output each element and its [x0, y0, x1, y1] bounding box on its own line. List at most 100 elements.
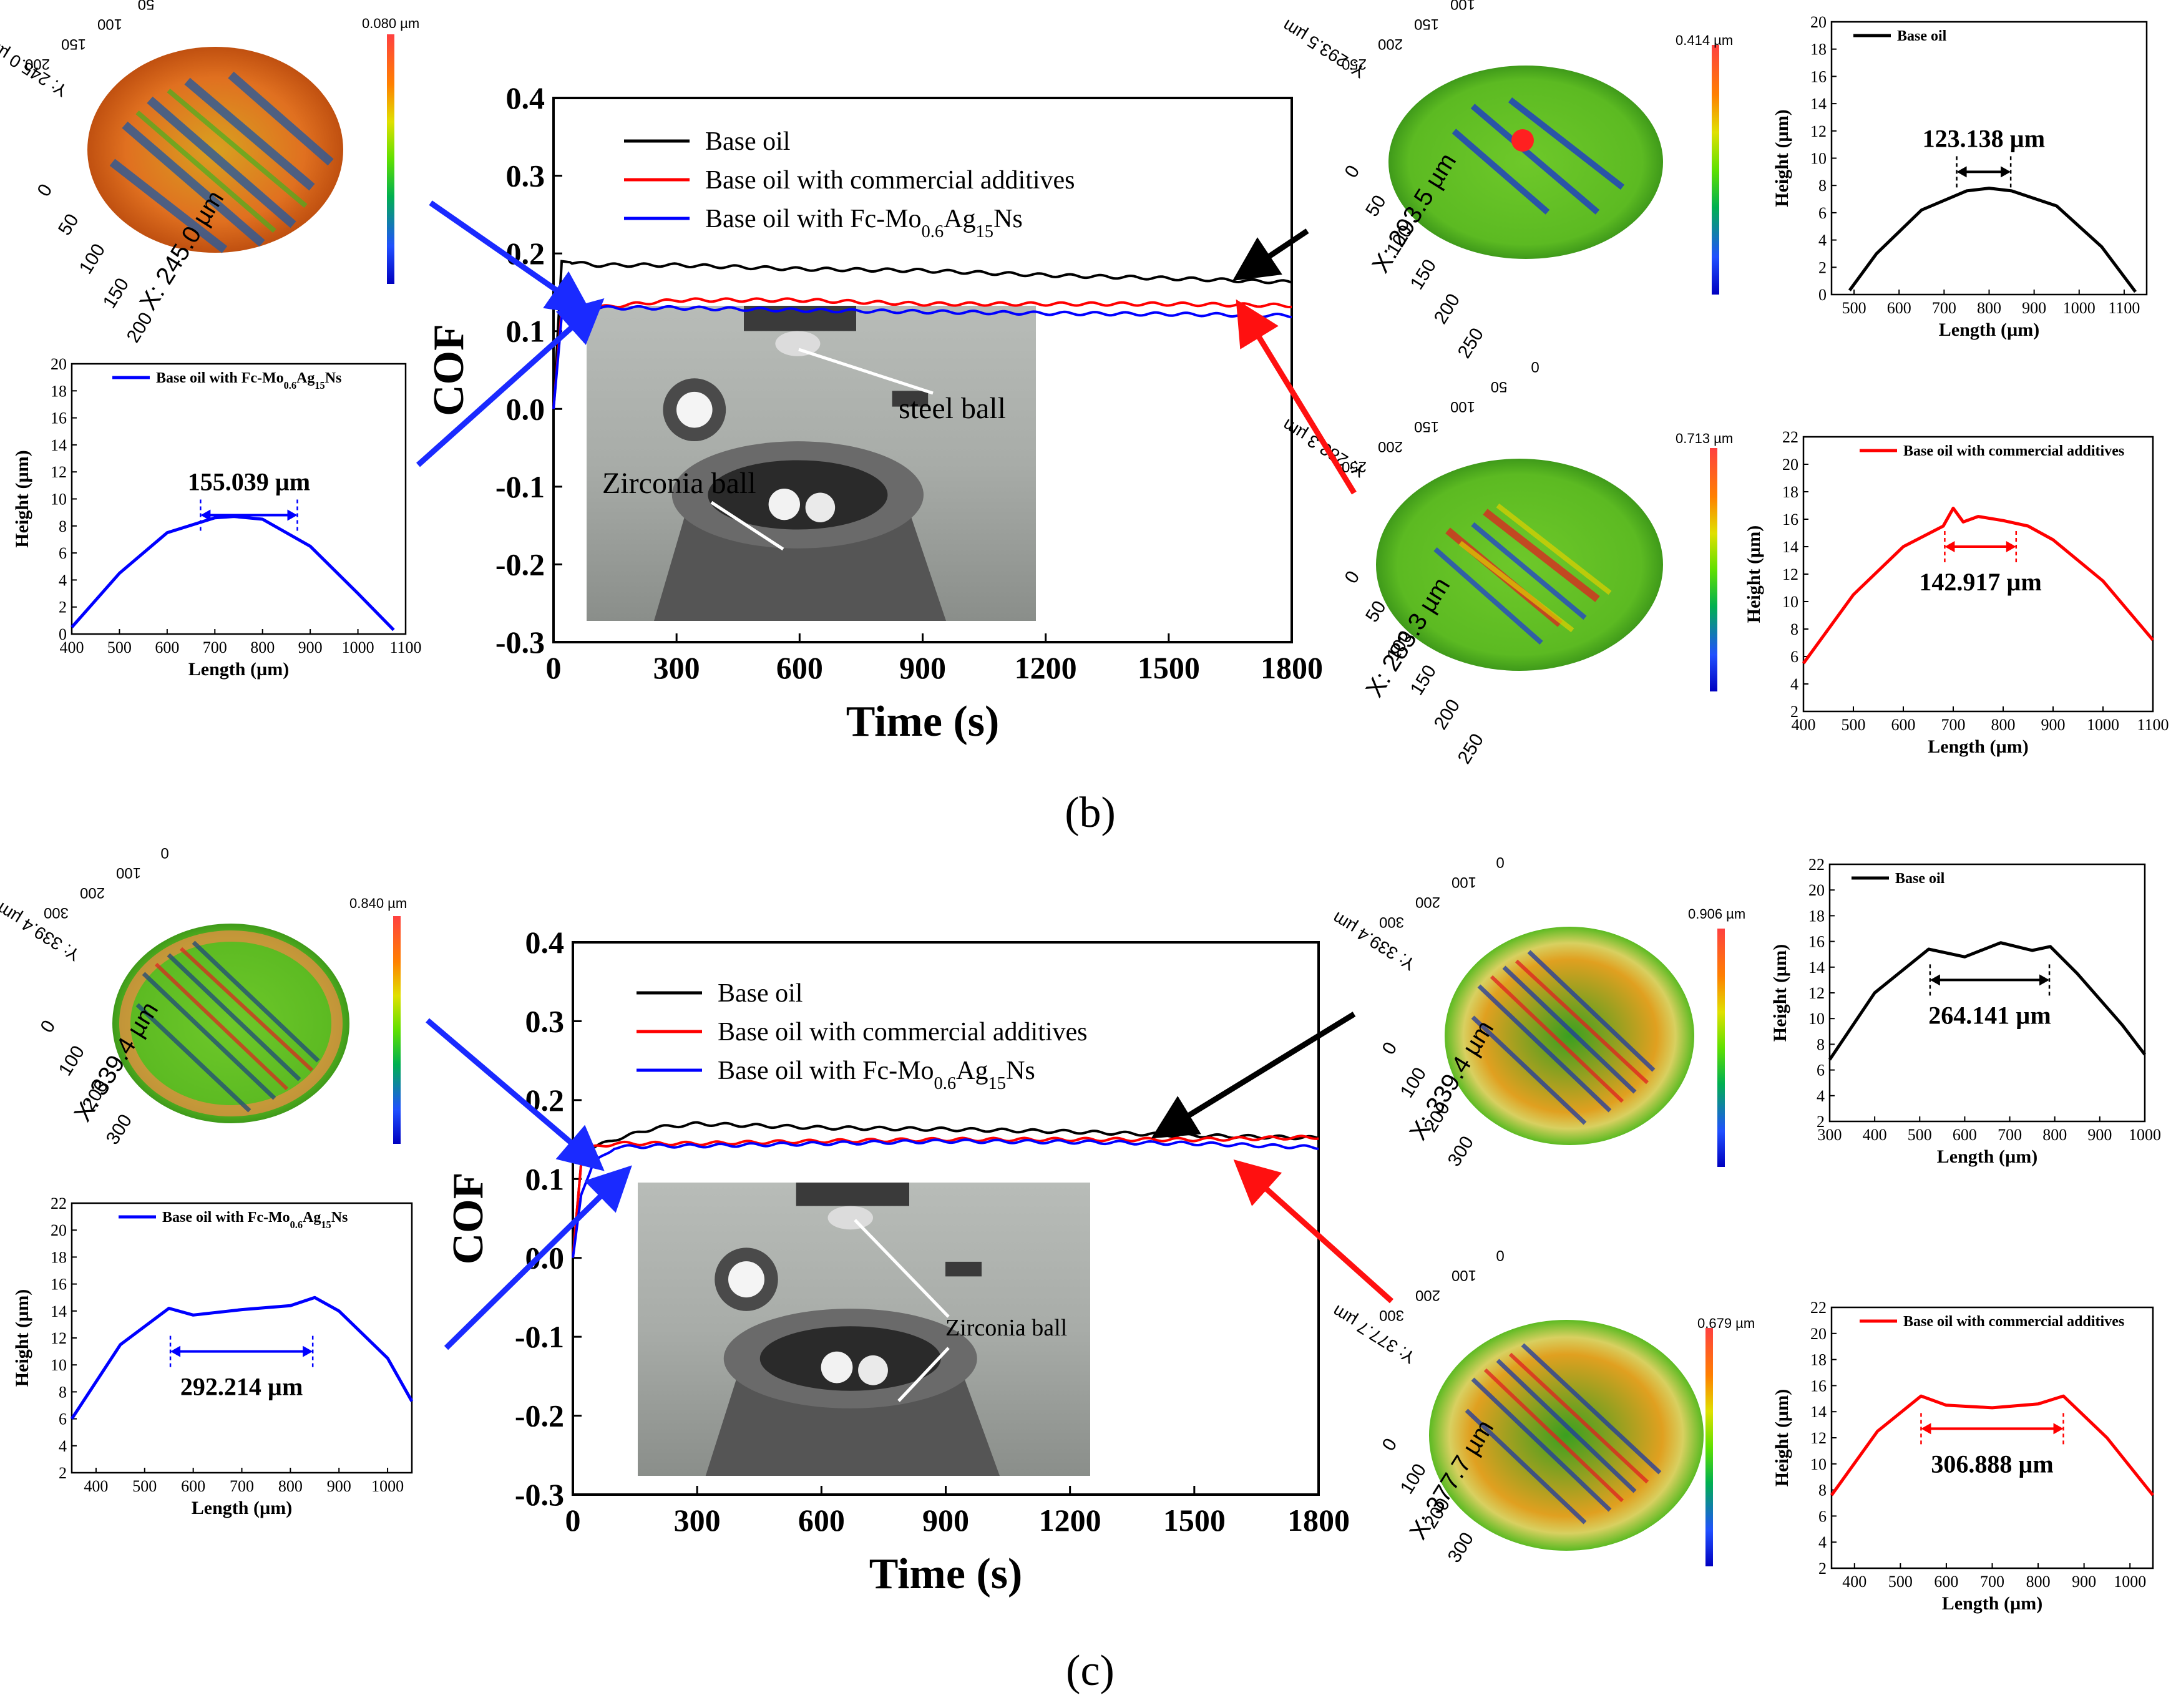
scan-y-tick: 250: [1342, 458, 1367, 475]
y-tick-label: 0.2: [525, 1083, 565, 1118]
x-tick-label: 900: [327, 1477, 351, 1495]
x-axis-title: Time (s): [846, 698, 1000, 746]
y-tick-label: 4: [59, 571, 67, 589]
y-tick-label: 4: [59, 1437, 67, 1455]
x-tick-label: 1100: [389, 638, 421, 656]
plot-frame: [1830, 1306, 2154, 1569]
x-tick-label: 800: [278, 1477, 303, 1495]
scan-x-tick: 250: [1454, 730, 1488, 768]
x-tick-label: 600: [1887, 299, 1911, 317]
y-axis-title: Height (µm): [1770, 944, 1790, 1042]
scan-x-tick: 200: [123, 309, 157, 346]
panel-label-c: (c): [1066, 1647, 1115, 1695]
scan-y-tick: 250: [1342, 56, 1367, 72]
y-tick-label: 0.0: [506, 391, 545, 426]
y-tick-label: 2: [59, 598, 67, 617]
y-axis-title: Height (µm): [1772, 109, 1792, 207]
photo-label-steel-ball: steel ball: [899, 392, 1006, 425]
profile-line: [1830, 1394, 2154, 1496]
x-tick-label: 0: [565, 1503, 581, 1538]
arrow-blue: [426, 1018, 605, 1171]
y-tick-label: 12: [1810, 1429, 1827, 1447]
y-tick-label: 18: [51, 1248, 67, 1266]
legend-label: Base oil: [1897, 28, 1947, 44]
x-tick-label: 1000: [2129, 1126, 2161, 1144]
x-tick-label: 700: [1998, 1126, 2022, 1144]
width-label: 123.138 µm: [1923, 124, 2045, 152]
x-tick-label: 1800: [1287, 1503, 1350, 1538]
wear-damage-pattern: [1433, 503, 1612, 645]
y-tick-label: 0.3: [506, 159, 545, 193]
scan-y-tick: 200: [1415, 894, 1440, 910]
scan-y-tick: 300: [1379, 914, 1404, 930]
scan-x-tick: 300: [1444, 1529, 1478, 1566]
color-scale-max: 0.713 µm: [1676, 431, 1733, 446]
y-tick-label: 12: [1808, 984, 1825, 1002]
x-tick-label: 700: [230, 1477, 254, 1495]
y-tick-label: 8: [1818, 1481, 1827, 1500]
y-tick-label: 2: [59, 1464, 67, 1482]
series-line: [572, 1138, 1319, 1258]
y-tick-label: -0.1: [495, 469, 545, 504]
y-tick-label: 18: [1810, 1351, 1827, 1369]
scan-y-tick: 0: [1496, 1247, 1504, 1264]
arrow-blue: [429, 200, 593, 316]
photo-label-zirconia-ball: Zirconia ball: [602, 467, 756, 500]
legend-label: Base oil with commercial additives: [705, 166, 1075, 195]
y-tick-label: 22: [51, 1194, 67, 1213]
x-tick-label: 1000: [371, 1477, 404, 1495]
scan-y-tick: 150: [1414, 16, 1439, 32]
y-tick-label: 0.1: [506, 314, 545, 349]
y-axis-title: COF: [444, 1173, 492, 1265]
x-axis-title: Length (µm): [188, 659, 289, 680]
x-tick-label: 500: [1842, 299, 1866, 317]
scan-y-label: Y: 339.4 µm: [0, 899, 83, 965]
scan-y-tick: 150: [1414, 418, 1439, 435]
y-axis-title: Height (µm): [1744, 525, 1764, 623]
y-tick-label: 12: [51, 1329, 67, 1347]
x-tick-label: 400: [60, 638, 84, 656]
wear-scan-b-left: 0.080 µm X: 245.0 µm Y: 245.0 µm: [0, 16, 419, 315]
scan-x-tick: 0: [1378, 1038, 1402, 1058]
x-tick-label: 400: [1863, 1126, 1887, 1144]
y-tick-label: 2: [1790, 703, 1798, 721]
y-tick-label: 20: [1810, 13, 1827, 31]
y-tick-label: 14: [51, 436, 67, 454]
color-scale-max: 0.414 µm: [1676, 32, 1733, 48]
scan-x-tick: 250: [1454, 325, 1488, 362]
scan-x-tick: 300: [102, 1111, 137, 1148]
scan-y-tick: 200: [1415, 1287, 1440, 1304]
plot-frame: [71, 363, 407, 635]
arrow-red: [1236, 299, 1357, 495]
y-tick-label: 12: [51, 463, 67, 481]
y-tick-label: 10: [1810, 1455, 1827, 1473]
scan-y-tick: 300: [44, 904, 69, 921]
y-tick-label: 4: [1818, 232, 1827, 250]
width-label: 292.214 µm: [180, 1373, 303, 1401]
series-line: [552, 305, 1292, 409]
scan-x-tick: 150: [99, 275, 134, 312]
y-tick-label: 12: [1782, 565, 1798, 583]
plot-frame: [1830, 21, 2148, 296]
x-tick-label: 900: [2022, 299, 2046, 317]
y-tick-label: 8: [1790, 620, 1798, 638]
y-tick-label: 6: [1817, 1061, 1825, 1080]
scan-y-tick: 200: [1378, 438, 1403, 455]
scan-x-tick: 300: [1444, 1133, 1478, 1170]
x-tick-label: 1500: [1163, 1503, 1226, 1538]
x-tick-label: 900: [2041, 716, 2066, 734]
scan-y-tick: 200: [25, 56, 50, 72]
y-tick-label: 2: [1818, 1559, 1827, 1578]
y-tick-label: 12: [1810, 122, 1827, 140]
profile-line: [1848, 187, 2137, 293]
wear-scan-c-right-top: 0.906 µm X: 339.4 µm Y: 339.4 µm: [1329, 906, 1745, 1167]
y-tick-label: 20: [51, 355, 67, 373]
y-tick-label: 6: [1818, 204, 1827, 222]
y-tick-label: 8: [59, 1383, 67, 1401]
